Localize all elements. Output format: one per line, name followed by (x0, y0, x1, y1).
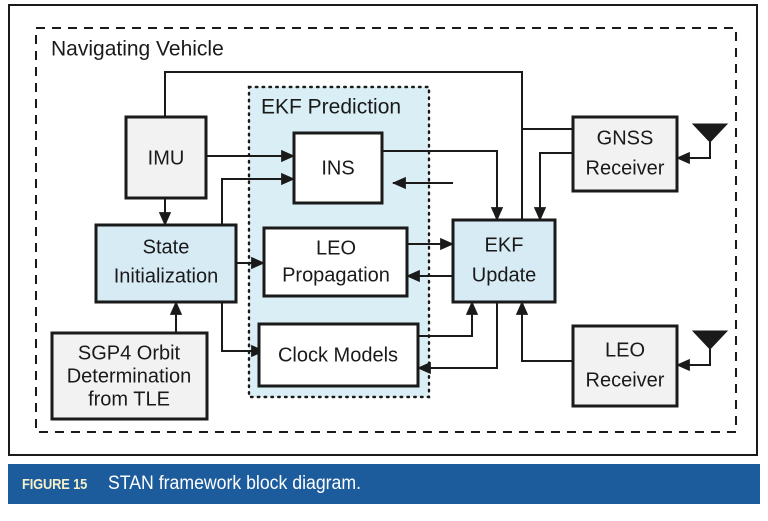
leo-receiver-label-line1: LEO (605, 339, 645, 361)
state-initialization-label-line2: Initialization (114, 265, 219, 287)
leo-propagation-label-line2: Propagation (282, 264, 390, 286)
gnss-antenna-icon (675, 123, 729, 165)
ekf-update-label-line1: EKF (485, 234, 524, 256)
gnss-receiver-label-line1: GNSS (597, 127, 654, 149)
connector-state-initialization-to-ins (221, 172, 296, 229)
group-navigating-vehicle: Navigating Vehicle (35, 27, 737, 433)
sgp4-label-line1: SGP4 Orbit (78, 342, 181, 364)
block-leo-propagation[interactable]: LEO Propagation (262, 226, 409, 298)
connector-state-initialization-to-clock-models (221, 296, 266, 358)
connector-gnss-receiver-to-ekf-update (533, 152, 573, 222)
gnss-receiver-label-line2: Receiver (586, 157, 665, 179)
figure-caption-text: STAN framework block diagram. (107, 473, 361, 494)
block-leo-receiver[interactable]: LEO Receiver (571, 324, 679, 408)
block-ins[interactable]: INS (292, 131, 384, 205)
figure-number-label: FIGURE 15 (22, 475, 88, 493)
ekf-update-label-line2: Update (472, 264, 537, 286)
block-sgp4-orbit-determination[interactable]: SGP4 Orbit Determination from TLE (50, 331, 209, 421)
connector-layer (158, 71, 573, 375)
connector-ins-to-ekf-update (382, 150, 504, 222)
gnss-receiver-box (571, 115, 679, 193)
sgp4-box (50, 331, 209, 421)
figure-caption-bar: FIGURE 15 STAN framework block diagram. (8, 464, 760, 504)
imu-label: IMU (148, 147, 185, 169)
block-gnss-receiver[interactable]: GNSS Receiver (571, 115, 679, 193)
state-initialization-label-line1: State (143, 236, 190, 258)
ins-box (292, 131, 384, 205)
navigating-vehicle-border (35, 27, 737, 433)
ins-label: INS (321, 157, 354, 179)
connector-leo-receiver-to-ekf-update (515, 300, 573, 362)
block-state-initialization[interactable]: State Initialization (94, 223, 238, 304)
state-initialization-box (94, 223, 238, 304)
clock-models-label: Clock Models (278, 344, 398, 366)
block-imu[interactable]: IMU (124, 115, 208, 200)
stan-block-diagram: Navigating Vehicle EKF Prediction (35, 27, 737, 433)
leo-propagation-box (262, 226, 409, 298)
leo-receiver-box (571, 324, 679, 408)
clock-models-box (257, 322, 420, 388)
navigating-vehicle-label: Navigating Vehicle (51, 38, 224, 61)
sgp4-label-line3: from TLE (88, 388, 170, 410)
imu-box (124, 115, 208, 200)
figure-panel: Navigating Vehicle EKF Prediction (8, 4, 758, 456)
ekf-prediction-label: EKF Prediction (261, 96, 401, 119)
connector-ekf-update-to-clock-models (416, 302, 498, 375)
leo-propagation-label-line1: LEO (316, 237, 356, 259)
block-ekf-update[interactable]: EKF Update (451, 218, 557, 304)
sgp4-label-line2: Determination (67, 365, 192, 387)
leo-antenna-icon (675, 330, 729, 372)
leo-receiver-label-line2: Receiver (586, 369, 665, 391)
block-clock-models[interactable]: Clock Models (257, 322, 420, 388)
connector-clock-models-to-ekf-update (418, 300, 479, 337)
ekf-update-box (451, 218, 557, 304)
